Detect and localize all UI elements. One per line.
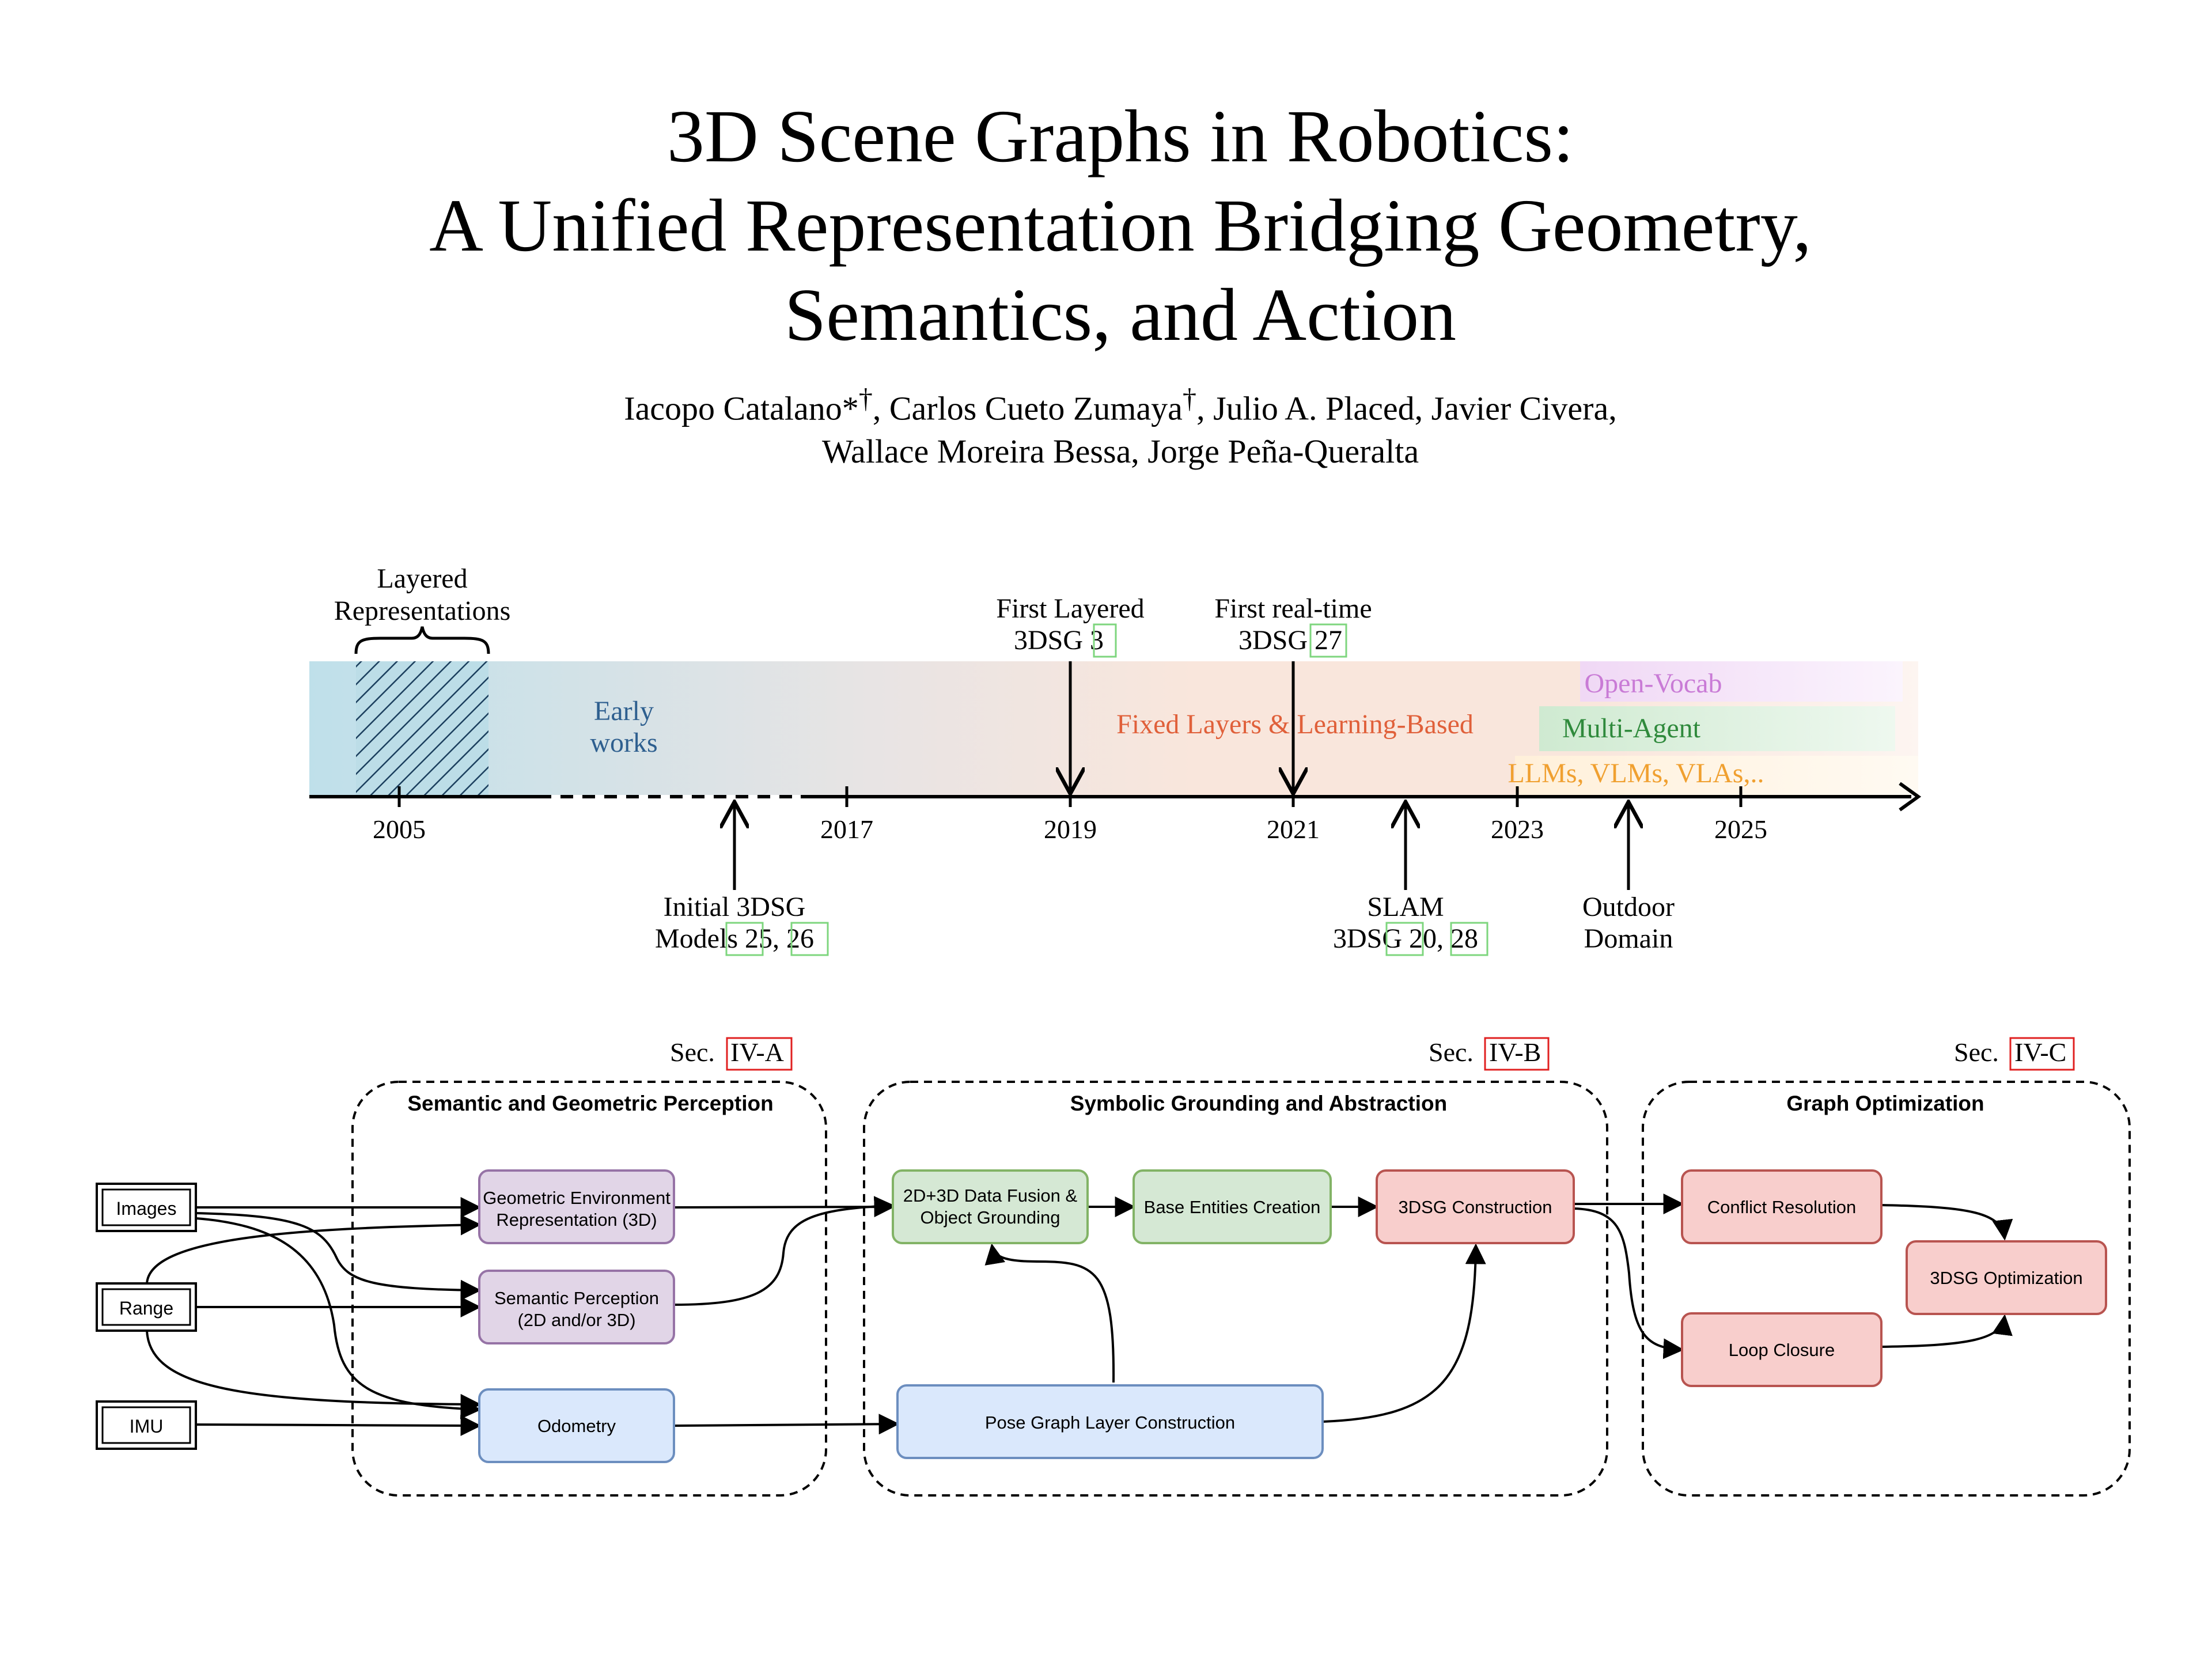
section-a-prefix: Sec.: [670, 1037, 715, 1067]
ref-box-iv-b: [1484, 1037, 1550, 1071]
node-odometry: Odometry: [478, 1388, 675, 1463]
section-c-title: Graph Optimization: [1786, 1092, 1984, 1115]
title-line-1: 3D Scene Graphs in Robotics:: [666, 95, 1574, 178]
svg-text:3DSG Construction: 3DSG Construction: [1398, 1197, 1552, 1217]
authors-line-1: Iacopo Catalano*†, Carlos Cueto Zumaya†,…: [0, 377, 2212, 430]
initial-line2: Models 25, 26: [655, 923, 814, 954]
section-a-container: [351, 1081, 827, 1497]
open-vocab-band: [1580, 661, 1903, 702]
input-imu: IMU: [96, 1400, 197, 1450]
section-c-ref: IV-C: [2014, 1037, 2066, 1067]
authors-line-2: Wallace Moreira Bessa, Jorge Peña-Queral…: [821, 433, 1419, 471]
section-a-ref: IV-A: [730, 1037, 784, 1067]
node-fusion: 2D+3D Data Fusion & Object Grounding: [892, 1169, 1089, 1244]
layered-label-1: Layered: [377, 563, 467, 594]
multi-agent-label: Multi-Agent: [1562, 713, 1701, 744]
svg-text:(2D and/or 3D): (2D and/or 3D): [517, 1310, 635, 1330]
svg-text:Base Entities Creation: Base Entities Creation: [1144, 1197, 1321, 1217]
title-line-2: A Unified Representation Bridging Geomet…: [429, 184, 1812, 267]
first-realtime-line2: 3DSG 27: [1238, 625, 1342, 656]
section-b-ref: IV-B: [1489, 1037, 1541, 1067]
first-layered-line1: First Layered: [996, 593, 1144, 624]
outdoor-line2: Domain: [1584, 923, 1673, 954]
node-pose-graph: Pose Graph Layer Construction: [896, 1384, 1324, 1459]
svg-text:Geometric Environment: Geometric Environment: [483, 1188, 671, 1208]
node-base-entities: Base Entities Creation: [1132, 1169, 1332, 1244]
outdoor-line1: Outdoor: [1582, 892, 1675, 922]
svg-text:Pose Graph Layer Construction: Pose Graph Layer Construction: [985, 1412, 1235, 1433]
fixed-layers-label: Fixed Layers & Learning-Based: [1116, 709, 1474, 740]
layered-brace: [354, 626, 490, 654]
year-2005: 2005: [373, 815, 426, 844]
section-c-prefix: Sec.: [1954, 1037, 1999, 1067]
input-range: Range: [96, 1282, 197, 1332]
node-geo-env: Geometric Environment Representation (3D…: [478, 1169, 675, 1244]
svg-text:Object Grounding: Object Grounding: [921, 1207, 1060, 1228]
ref-box-20: [1385, 922, 1424, 956]
first-realtime-line1: First real-time: [1214, 593, 1372, 624]
slam-line1: SLAM: [1367, 892, 1444, 922]
llms-label: LLMs, VLMs, VLAs,..: [1508, 758, 1764, 789]
early-works-2: works: [590, 728, 657, 758]
node-semantic: Semantic Perception (2D and/or 3D): [478, 1270, 675, 1344]
ref-box-3: [1093, 623, 1117, 658]
author-list: Iacopo Catalano*†, Carlos Cueto Zumaya†,…: [0, 377, 2212, 473]
ref-box-27: [1309, 623, 1347, 658]
year-2017: 2017: [820, 815, 873, 844]
initial-line1: Initial 3DSG: [664, 892, 806, 922]
layered-label-2: Representations: [334, 596, 511, 626]
pipeline-edges: [146, 1194, 2013, 1436]
axis-arrowhead: [1899, 782, 1922, 812]
year-2025: 2025: [1714, 815, 1767, 844]
first-layered-line2: 3DSG 3: [1014, 625, 1104, 656]
author-1-mark: †: [858, 384, 873, 414]
open-vocab-label: Open-Vocab: [1584, 668, 1722, 699]
node-optimization: 3DSG Optimization: [1906, 1240, 2107, 1315]
ref-box-iv-a: [726, 1037, 793, 1071]
node-construction: 3DSG Construction: [1376, 1169, 1575, 1244]
ref-box-28: [1450, 922, 1488, 956]
svg-text:Range: Range: [119, 1298, 173, 1319]
section-c-container: [1642, 1081, 2131, 1497]
svg-text:Semantic Perception: Semantic Perception: [494, 1288, 659, 1308]
pipeline-diagram: Sec. IV-A Sec. IV-B Sec. IV-C Semantic a…: [96, 1037, 2131, 1497]
year-2019: 2019: [1044, 815, 1097, 844]
svg-text:Images: Images: [116, 1198, 177, 1219]
author-2: , Carlos Cueto Zumaya: [872, 389, 1183, 427]
slam-line2: 3DSG 20, 28: [1333, 923, 1478, 954]
layered-hatch: [356, 661, 488, 795]
svg-text:3DSG Optimization: 3DSG Optimization: [1930, 1268, 2082, 1288]
svg-text:Odometry: Odometry: [537, 1416, 616, 1436]
llms-band: [1515, 756, 1918, 795]
node-conflict: Conflict Resolution: [1681, 1169, 1883, 1244]
svg-text:IMU: IMU: [130, 1416, 164, 1437]
section-b-title: Symbolic Grounding and Abstraction: [1070, 1092, 1447, 1115]
section-b-prefix: Sec.: [1429, 1037, 1474, 1067]
svg-text:2D+3D Data Fusion &: 2D+3D Data Fusion &: [903, 1185, 1078, 1206]
multi-agent-band: [1539, 706, 1895, 751]
input-images: Images: [96, 1183, 197, 1232]
author-1: Iacopo Catalano*: [624, 389, 859, 427]
ref-box-25: [725, 922, 764, 956]
svg-text:Conflict Resolution: Conflict Resolution: [1707, 1197, 1856, 1217]
title-line-3: Semantics, and Action: [784, 274, 1457, 357]
section-b-container: [863, 1081, 1608, 1497]
node-loop-closure: Loop Closure: [1681, 1312, 1883, 1387]
ref-box-26: [790, 922, 829, 956]
early-works-1: Early: [594, 696, 654, 726]
year-2023: 2023: [1491, 815, 1544, 844]
svg-text:Loop Closure: Loop Closure: [1729, 1340, 1835, 1360]
ref-box-iv-c: [2009, 1037, 2075, 1071]
section-a-title: Semantic and Geometric Perception: [407, 1092, 773, 1115]
authors-rest: , Julio A. Placed, Javier Civera,: [1196, 389, 1617, 427]
year-2021: 2021: [1267, 815, 1320, 844]
svg-text:Representation (3D): Representation (3D): [496, 1210, 657, 1230]
paper-title: 3D Scene Graphs in Robotics: A Unified R…: [0, 92, 2212, 360]
author-2-mark: †: [1182, 384, 1197, 414]
